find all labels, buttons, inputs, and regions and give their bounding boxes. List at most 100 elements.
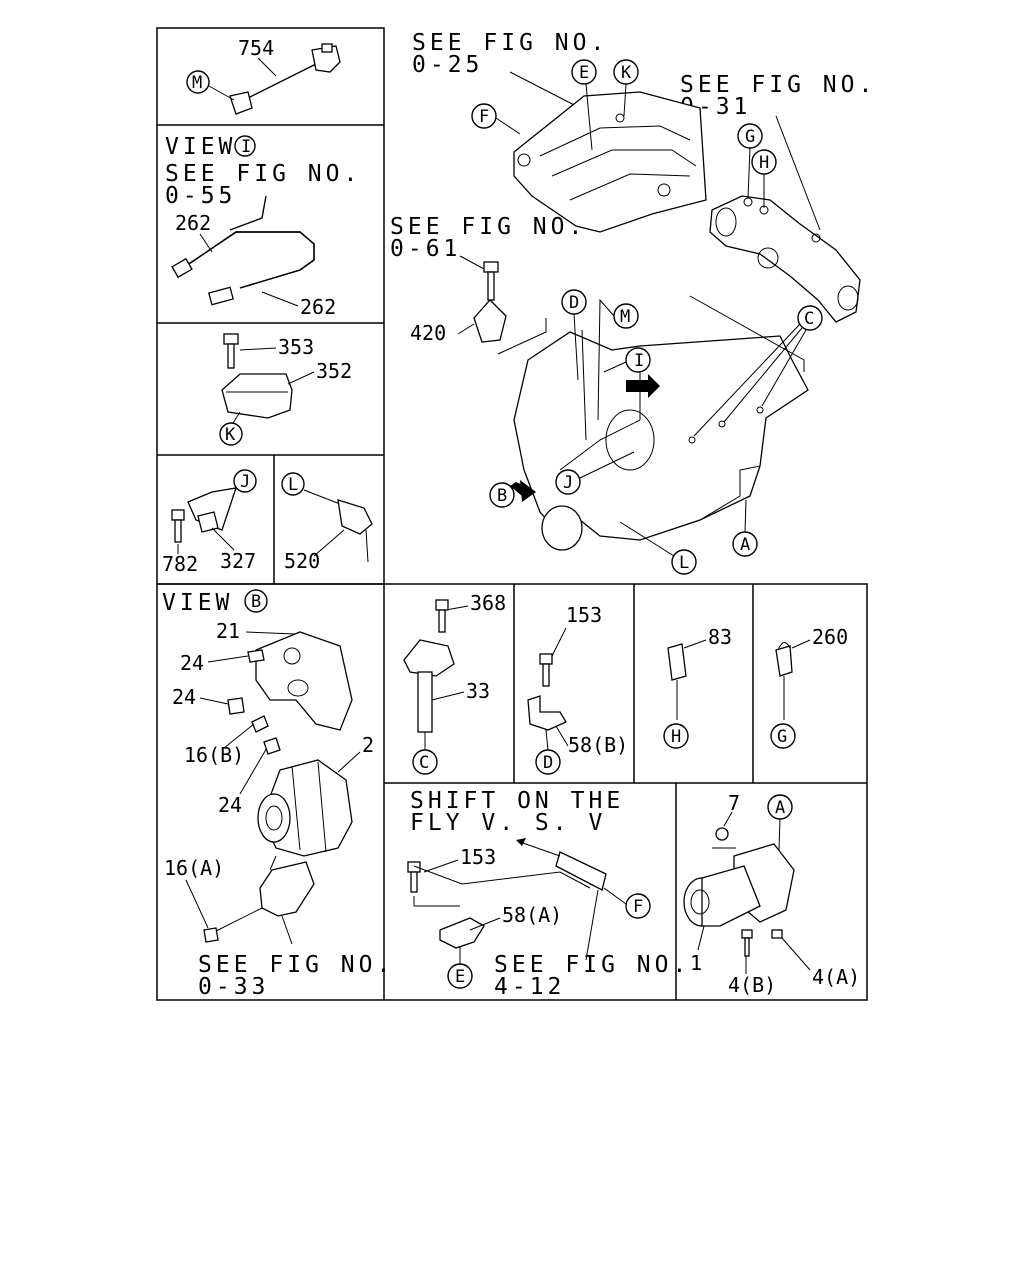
- callout-m: [186, 70, 210, 94]
- label-153-low: 153: [460, 845, 496, 869]
- label-2: 2: [362, 733, 374, 757]
- svg-text:L: L: [679, 553, 689, 573]
- panel-borders: [156, 27, 868, 1001]
- label-24-top: 24: [180, 651, 204, 675]
- see-fig-0-55-num: 0-55: [165, 183, 236, 209]
- label-262-top: 262: [175, 211, 211, 235]
- view-i-title: VIEW: [165, 134, 236, 160]
- svg-text:G: G: [745, 127, 755, 147]
- label-21: 21: [216, 619, 240, 643]
- see-fig-4-12: SEE FIG NO.: [494, 952, 690, 978]
- see-fig-0-61-num: 0-61: [390, 236, 461, 262]
- svg-text:B: B: [251, 592, 261, 612]
- svg-text:I: I: [634, 351, 644, 371]
- panel-bracket-327: J 782 327: [162, 469, 257, 576]
- see-fig-0-33: SEE FIG NO.: [198, 952, 394, 978]
- svg-text:E: E: [455, 967, 465, 987]
- engine-assembly: SEE FIG NO. 0-25 SEE FIG NO. 0-31 SEE FI…: [390, 30, 876, 575]
- callout-b-view: [244, 589, 268, 613]
- panel-view-i: VIEW I SEE FIG NO. 0-55 262 262: [165, 134, 361, 319]
- svg-text:D: D: [543, 753, 553, 773]
- callout-i-engine: [625, 347, 651, 373]
- see-fig-0-25: SEE FIG NO.: [412, 30, 608, 56]
- callout-g-sensor: [770, 723, 796, 749]
- see-fig-0-25-num: 0-25: [412, 52, 483, 78]
- svg-text:I: I: [241, 137, 251, 157]
- svg-text:K: K: [225, 425, 236, 445]
- shift-note-line1: SHIFT ON THE: [410, 788, 624, 814]
- label-4a: 4(A): [812, 965, 860, 989]
- label-260: 260: [812, 625, 848, 649]
- see-fig-0-61: SEE FIG NO.: [390, 214, 586, 240]
- callout-b-engine: [489, 482, 515, 508]
- panel-module-352: 353 352 K: [219, 333, 352, 446]
- panel-starter: A 7 1 4(B) 4(A): [683, 791, 860, 997]
- label-16a: 16(A): [164, 856, 224, 880]
- label-368: 368: [470, 591, 506, 615]
- label-520: 520: [284, 549, 320, 573]
- panel-bracket-58b: 153 58(B) D: [527, 603, 628, 775]
- callout-f-manifold: [471, 103, 497, 129]
- callout-c-engine: [797, 305, 823, 331]
- svg-text:H: H: [759, 153, 769, 173]
- svg-text:A: A: [775, 798, 785, 818]
- label-262-bottom: 262: [300, 295, 336, 319]
- panel-sensor-83: 83 H: [663, 625, 732, 749]
- label-754: 754: [238, 36, 274, 60]
- panel-switch-520: L 520: [281, 472, 373, 573]
- svg-text:L: L: [288, 475, 298, 495]
- label-7: 7: [728, 791, 740, 815]
- panel-sensor-754: 754 M: [186, 36, 341, 115]
- label-58b: 58(B): [568, 733, 628, 757]
- svg-text:F: F: [633, 897, 643, 917]
- callout-l-engine: [671, 549, 697, 575]
- svg-text:H: H: [671, 727, 681, 747]
- svg-text:M: M: [192, 73, 202, 93]
- svg-text:D: D: [569, 293, 579, 313]
- callout-k-module: [219, 422, 243, 446]
- svg-text:J: J: [563, 473, 573, 493]
- label-782: 782: [162, 552, 198, 576]
- callout-f-valve: [625, 893, 651, 919]
- label-33: 33: [466, 679, 490, 703]
- svg-text:M: M: [620, 307, 630, 327]
- label-153-top: 153: [566, 603, 602, 627]
- svg-text:A: A: [740, 535, 750, 555]
- svg-text:E: E: [579, 63, 589, 83]
- svg-text:F: F: [479, 107, 489, 127]
- see-fig-4-12-num: 4-12: [494, 974, 565, 1000]
- label-327: 327: [220, 549, 256, 573]
- callout-l-switch: [281, 472, 305, 496]
- see-fig-0-55: SEE FIG NO.: [165, 161, 361, 187]
- svg-text:C: C: [419, 753, 429, 773]
- callout-e-manifold: [571, 59, 597, 85]
- label-420: 420: [410, 321, 446, 345]
- callout-i-view: [234, 135, 256, 157]
- label-24-mid: 24: [172, 685, 196, 709]
- callout-h-sensor: [663, 723, 689, 749]
- shift-note-line2: FLY V. S. V: [410, 810, 606, 836]
- label-16b: 16(B): [184, 743, 244, 767]
- svg-text:J: J: [240, 472, 250, 492]
- label-4b: 4(B): [728, 973, 776, 997]
- label-1: 1: [690, 951, 702, 975]
- panel-sensor-33: 368 33 C: [403, 591, 506, 775]
- label-24-low: 24: [218, 793, 242, 817]
- label-58a: 58(A): [502, 903, 562, 927]
- svg-text:B: B: [497, 486, 507, 506]
- svg-text:G: G: [777, 727, 787, 747]
- see-fig-0-33-num: 0-33: [198, 974, 269, 1000]
- panel-view-b: VIEW B 21 24 24 16(B) 24 2 16(A): [162, 589, 394, 1000]
- see-fig-0-31: SEE FIG NO.: [680, 72, 876, 98]
- label-353: 353: [278, 335, 314, 359]
- panel-shift-on-fly: SHIFT ON THE FLY V. S. V 153 58(A) F E S…: [407, 788, 690, 1000]
- panel-sensor-260: 260 G: [770, 625, 848, 749]
- view-b-title: VIEW: [162, 590, 233, 616]
- callout-j-engine: [555, 469, 581, 495]
- label-83: 83: [708, 625, 732, 649]
- svg-text:K: K: [621, 63, 632, 83]
- callout-j-bracket: [233, 469, 257, 493]
- label-352: 352: [316, 359, 352, 383]
- svg-text:C: C: [804, 309, 814, 329]
